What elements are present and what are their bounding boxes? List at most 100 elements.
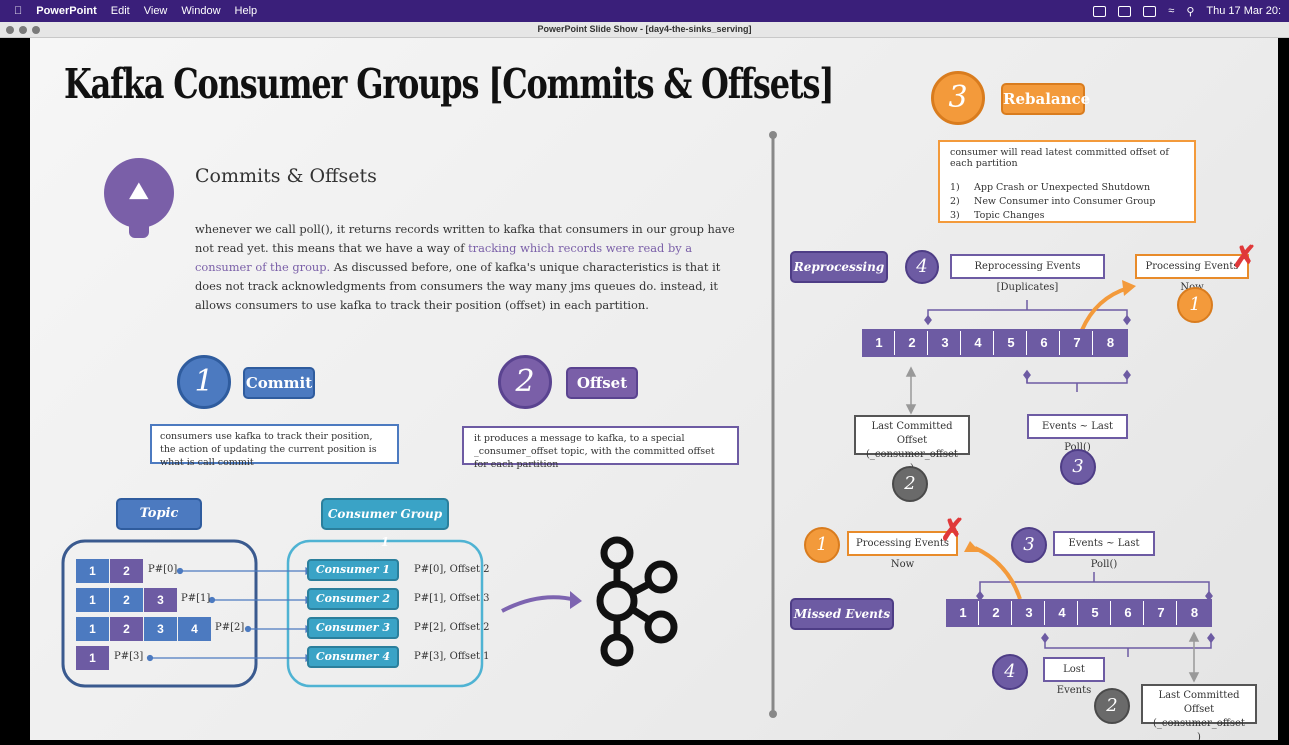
offset-cell: 3 (930, 331, 961, 355)
partition-label: P#[2] (215, 622, 245, 633)
tray-icon[interactable] (1118, 5, 1132, 17)
reprocessing-step-badge: 3 (1060, 449, 1096, 485)
slide-title: Kafka Consumer Groups [Commits & Offsets… (64, 60, 834, 108)
partition-cell: 1 (76, 559, 109, 583)
offset-cell: 7 (1146, 601, 1177, 625)
missed-step-badge: 2 (1094, 688, 1130, 724)
commit-label: Commit (243, 367, 315, 399)
events-last-poll-box: Events ~ Last Poll() (1027, 414, 1128, 453)
offset-cell: 5 (996, 331, 1027, 355)
menu-view[interactable]: View (135, 5, 168, 17)
missed-step-badge: 3 (1011, 527, 1047, 563)
partition-cell: 1 (76, 646, 109, 670)
commit-description: consumers use kafka to track their posit… (150, 424, 399, 468)
rebalance-reason: New Consumer into Consumer Group (974, 196, 1156, 207)
cross-icon: ✗ (940, 514, 966, 547)
offset-cell: 8 (1179, 601, 1210, 625)
missed-last-committed-box: Last Committed Offset (_consumer_offset … (1141, 684, 1257, 740)
reprocessing-step-badge: 1 (1177, 287, 1213, 323)
tray-icon[interactable] (1143, 5, 1157, 17)
consumer-item: Consumer 3 (307, 617, 399, 639)
consumer-item: Consumer 2 (307, 588, 399, 610)
reprocessing-step-badge: 4 (905, 250, 939, 284)
partition-cell: 1 (76, 588, 109, 612)
window-titlebar: PowerPoint Slide Show - [day4-the-sinks_… (0, 22, 1289, 38)
slide[interactable]: Kafka Consumer Groups [Commits & Offsets… (30, 38, 1278, 740)
menubar-clock[interactable]: Thu 17 Mar 20: (1206, 5, 1281, 17)
partition-cell: 3 (144, 588, 177, 612)
menu-app-name[interactable]: PowerPoint (28, 5, 97, 17)
consumer-offset-label: P#[2], Offset 2 (414, 622, 490, 633)
missed-events-label: Missed Events (790, 598, 894, 630)
consumer-group-label: Consumer Group 1 (321, 498, 449, 549)
missed-step-badge: 1 (804, 527, 840, 563)
status-tray: ≈ ⚲ Thu 17 Mar 20: (1093, 0, 1281, 22)
rebalance-reason: Topic Changes (974, 210, 1045, 221)
offset-cell: 2 (897, 331, 928, 355)
rebalance-intro: consumer will read latest committed offs… (950, 147, 1169, 169)
zoom-window-button[interactable] (32, 26, 40, 34)
offset-label: Offset (566, 367, 638, 399)
lightning-icon: ⯅ (126, 174, 152, 210)
offset-description: it produces a message to kafka, to a spe… (462, 426, 739, 470)
partition-cell: 3 (144, 617, 177, 641)
menu-edit[interactable]: Edit (102, 5, 130, 17)
slide-diagram-lines (61, 131, 1215, 718)
partition-label: P#[0] (148, 564, 178, 575)
consumer-offset-label: P#[0], Offset 2 (414, 564, 490, 575)
partition-cell: 2 (110, 559, 143, 583)
offset-cell: 6 (1113, 601, 1144, 625)
offset-bar: 1 2 3 4 5 6 7 8 (946, 599, 1212, 627)
paragraph-highlight: tracking which records were read by a co… (195, 241, 693, 274)
wifi-icon[interactable]: ≈ (1168, 5, 1175, 17)
offset-cell: 1 (948, 601, 979, 625)
missed-events-last-poll-box: Events ~ Last Poll() (1053, 531, 1155, 570)
section-heading: Commits & Offsets (195, 165, 377, 187)
search-icon[interactable]: ⚲ (1186, 5, 1195, 18)
reprocessing-step-badge: 2 (892, 466, 928, 502)
reprocessing-label: Reprocessing (790, 251, 888, 283)
offset-bar: 1 2 3 4 5 6 7 8 (862, 329, 1128, 357)
commit-number-badge: 1 (177, 355, 231, 409)
apple-icon[interactable]:  (14, 5, 22, 17)
rebalance-reason: App Crash or Unexpected Shutdown (974, 182, 1151, 193)
list-number: 3) (950, 210, 960, 221)
partition-label: P#[3] (114, 651, 144, 662)
offset-cell: 2 (981, 601, 1012, 625)
window-title: PowerPoint Slide Show - [day4-the-sinks_… (537, 24, 752, 34)
reprocessing-duplicates-box: Reprocessing Events [Duplicates] (950, 254, 1105, 293)
rebalance-box: consumer will read latest committed offs… (938, 140, 1196, 223)
offset-cell: 3 (1014, 601, 1045, 625)
offset-cell: 7 (1062, 331, 1093, 355)
menubar:  PowerPoint Edit View Window Help ≈ ⚲ T… (0, 0, 1289, 22)
offset-cell: 5 (1080, 601, 1111, 625)
minimize-window-button[interactable] (19, 26, 27, 34)
topic-label: Topic (116, 498, 202, 530)
close-window-button[interactable] (6, 26, 14, 34)
menu-help[interactable]: Help (226, 5, 258, 17)
consumer-offset-label: P#[1], Offset 3 (414, 593, 490, 604)
consumer-item: Consumer 1 (307, 559, 399, 581)
partition-cell: 4 (178, 617, 211, 641)
offset-cell: 4 (1047, 601, 1078, 625)
menu-window[interactable]: Window (173, 5, 220, 17)
offset-cell: 8 (1095, 331, 1126, 355)
tray-icon[interactable] (1093, 5, 1107, 17)
partition-cell: 1 (76, 617, 109, 641)
consumer-offset-label: P#[3], Offset 1 (414, 651, 490, 662)
partition-cell: 2 (110, 617, 143, 641)
paragraph-text: As discussed before, one of kafka's uniq… (195, 260, 721, 312)
lost-events-box: Lost Events (1043, 657, 1105, 696)
paragraph-text: whenever we call poll(), it returns reco… (195, 222, 735, 255)
list-number: 1) (950, 182, 960, 193)
lightbulb-icon: ⯅ (104, 158, 174, 238)
offset-number-badge: 2 (498, 355, 552, 409)
missed-processing-now-box: Processing Events Now (847, 531, 958, 570)
offset-cell: 4 (963, 331, 994, 355)
rebalance-label: Rebalance (1001, 83, 1090, 115)
consumer-item: Consumer 4 (307, 646, 399, 668)
offset-cell: 1 (864, 331, 895, 355)
last-committed-offset-box: Last Committed Offset (_consumer_offset … (854, 415, 970, 474)
list-number: 2) (950, 196, 960, 207)
missed-step-badge: 4 (992, 654, 1028, 690)
